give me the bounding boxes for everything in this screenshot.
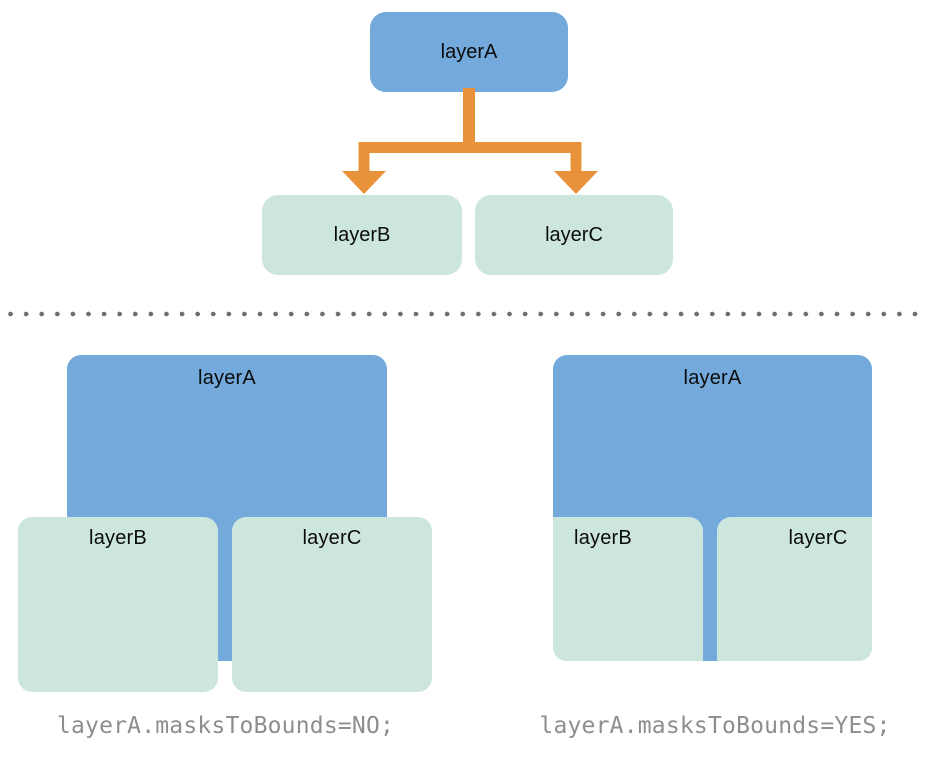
masks-no-child-layerB-label: layerB bbox=[89, 527, 147, 549]
dotted-divider bbox=[8, 311, 922, 317]
masks-no-child-layerC-box bbox=[232, 517, 432, 692]
masks-no-child-layerB-box bbox=[18, 517, 218, 692]
masks-no-child-layerC-label: layerC bbox=[302, 527, 362, 549]
masks-yes-parent-label: layerA bbox=[683, 367, 742, 389]
masks-yes-caption: layerA.masksToBounds=YES; bbox=[539, 713, 891, 739]
masks-no-parent-label: layerA bbox=[198, 367, 256, 389]
masks-yes-child-layerC-box bbox=[717, 517, 872, 661]
arrowhead-down-icon bbox=[554, 171, 598, 194]
tree-parent-layer-box: layerA bbox=[370, 12, 568, 92]
tree-child-layerB-box: layerB bbox=[262, 195, 462, 275]
masks-yes-child-layerC-label: layerC bbox=[788, 527, 848, 549]
tree-branch-arrows-icon bbox=[342, 88, 598, 194]
arrowhead-down-icon bbox=[342, 171, 386, 194]
masks-yes-child-layerB-box bbox=[553, 517, 703, 661]
arrow-connector-icon bbox=[342, 88, 598, 194]
masks-no-caption: layerA.masksToBounds=NO; bbox=[56, 713, 395, 739]
masks-yes-child-layerB-label: layerB bbox=[574, 527, 632, 549]
tree-child-layerC-box: layerC bbox=[475, 195, 673, 275]
